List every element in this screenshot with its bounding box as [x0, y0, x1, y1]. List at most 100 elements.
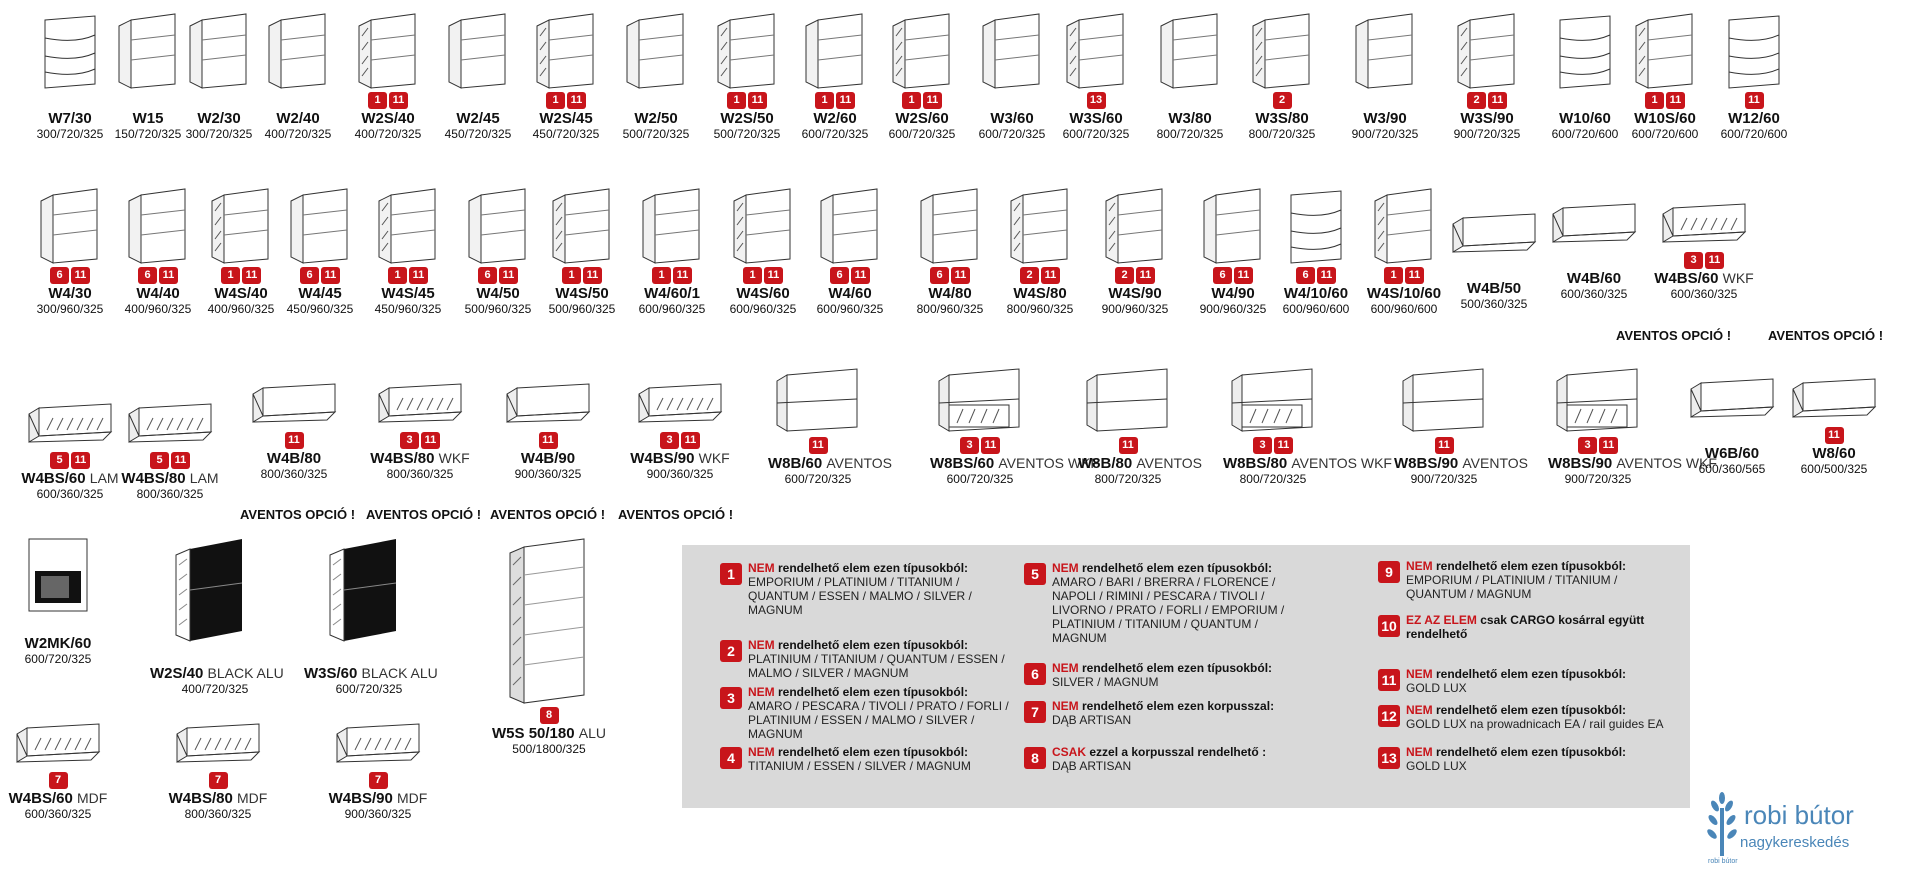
- badge-row: 7: [328, 772, 428, 790]
- restriction-badge: 11: [409, 267, 428, 284]
- restriction-badge: 1: [1645, 92, 1664, 109]
- restriction-badge: 11: [71, 267, 90, 284]
- badge-row: 11: [1784, 427, 1884, 445]
- restriction-badge: 11: [538, 432, 558, 449]
- cabinet-drawing-icon: [370, 380, 470, 430]
- restriction-badge: 8: [539, 707, 559, 724]
- cabinet-dimensions: 450/720/325: [444, 127, 512, 141]
- cabinet-drawing-icon: [768, 365, 868, 435]
- cabinet-code: W4BS/60 LAM: [21, 470, 119, 487]
- cabinet-drawing-icon: [1140, 10, 1240, 90]
- badge-row: [1682, 427, 1782, 445]
- restriction-badge: 1: [562, 267, 581, 284]
- cabinet-code: W4BS/60 WKF: [1654, 270, 1754, 287]
- cabinet-drawing-icon: [191, 185, 291, 265]
- cabinet-code: W15: [132, 110, 164, 127]
- cabinet-code: W4/60/1: [644, 285, 700, 302]
- cabinet-dimensions: 600/720/325: [978, 127, 1046, 141]
- badge-row: 11: [498, 432, 598, 450]
- cabinet-dimensions: 150/720/325: [114, 127, 182, 141]
- restriction-badge: 11: [389, 92, 408, 109]
- cabinet-dimensions: 600/720/325: [946, 472, 1014, 486]
- cabinet-dimensions: 500/1800/325: [512, 742, 586, 756]
- logo-small-text: robi bútor: [1708, 858, 1738, 865]
- cabinet-dimensions: 800/360/325: [260, 467, 328, 481]
- aventos-note: AVENTOS OPCIÓ !: [490, 507, 606, 522]
- cabinet-code: W2S/50: [720, 110, 774, 127]
- cabinet-dimensions: 500/360/325: [1460, 297, 1528, 311]
- cabinet-drawing-icon: [872, 10, 972, 90]
- cabinet-drawing-icon: [328, 720, 428, 770]
- cabinet-dimensions: 900/360/325: [646, 467, 714, 481]
- cabinet-code: W12/60: [1728, 110, 1780, 127]
- cabinet-code: W4S/50: [555, 285, 609, 302]
- cabinet-code: W4B/60: [1566, 270, 1622, 287]
- cabinet-code: W2/45: [456, 110, 500, 127]
- cabinet-code: W10/60: [1559, 110, 1611, 127]
- cabinet-dimensions: 450/960/325: [374, 302, 442, 316]
- cabinet-dimensions: 450/960/325: [286, 302, 354, 316]
- cabinet-code: W3S/90: [1460, 110, 1514, 127]
- cabinet-drawing-icon: [1444, 210, 1544, 260]
- restriction-badge: 11: [1744, 92, 1764, 109]
- restriction-badge: 11: [321, 267, 340, 284]
- restriction-badge: 11: [681, 432, 700, 449]
- cabinet-dimensions: 600/360/325: [1560, 287, 1628, 301]
- cabinet-code: W4/45: [298, 285, 342, 302]
- badge-row: [1140, 92, 1240, 110]
- cabinet-code: W3/90: [1363, 110, 1407, 127]
- restriction-badge: 11: [1041, 267, 1060, 284]
- restriction-badge: 7: [48, 772, 68, 789]
- logo-tagline: nagykereskedés: [1740, 834, 1850, 851]
- cabinet-dimensions: 600/720/325: [888, 127, 956, 141]
- restriction-badge: 11: [567, 92, 586, 109]
- restriction-badge: 2: [1115, 267, 1134, 284]
- cabinet-drawing-icon: [1784, 375, 1884, 425]
- restriction-badge: 11: [171, 452, 190, 469]
- cabinet-drawing-icon: [498, 380, 598, 430]
- cabinet-drawing-icon: [785, 10, 885, 90]
- restriction-badge: 11: [583, 267, 602, 284]
- cabinet-drawing-icon: [338, 10, 438, 90]
- cabinet-code: W4/10/60: [1283, 285, 1349, 302]
- cabinet-code: W8BS/60 AVENTOS WKF: [930, 455, 1099, 472]
- cabinet-code: W3S/60: [1069, 110, 1123, 127]
- cabinet-drawing-icon: [1654, 200, 1754, 250]
- aventos-note: AVENTOS OPCIÓ !: [1616, 328, 1732, 343]
- cabinet-dimensions: 800/960/325: [916, 302, 984, 316]
- restriction-badge: 11: [71, 452, 90, 469]
- cabinet-dimensions: 500/960/325: [464, 302, 532, 316]
- cabinet-drawing-icon: [1232, 10, 1332, 90]
- cabinet-dimensions: 900/720/325: [1351, 127, 1419, 141]
- badge-row: 11: [1704, 92, 1804, 110]
- cabinet-code: W4S/45: [381, 285, 435, 302]
- badge-row: [1335, 92, 1435, 110]
- cabinet-drawing-icon: [98, 10, 198, 90]
- cabinet-drawing-icon: [1704, 10, 1804, 90]
